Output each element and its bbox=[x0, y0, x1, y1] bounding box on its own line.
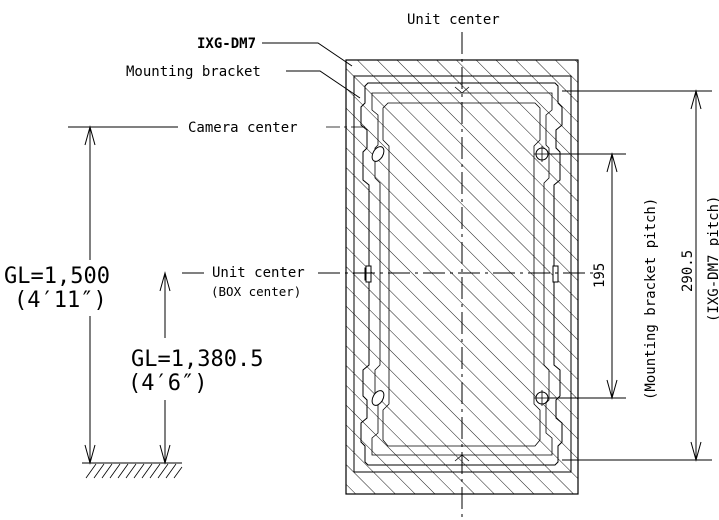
ground-symbol bbox=[82, 462, 183, 479]
mounting-bracket-label: Mounting bracket bbox=[126, 64, 261, 80]
bracket-pitch-value: 195 bbox=[592, 263, 608, 288]
box-center-label: (BOX center) bbox=[211, 284, 301, 299]
unit-center-mid-label: Unit center bbox=[212, 265, 305, 281]
gl-camera-dimension: GL=1,500 (4′11″) bbox=[2, 125, 182, 465]
gl-camera-value: GL=1,500 bbox=[4, 264, 110, 289]
gl-unit-imperial: (4′6″) bbox=[128, 371, 207, 396]
hole-left-top bbox=[371, 146, 385, 162]
hole-right-top bbox=[534, 146, 550, 162]
gl-unit-value: GL=1,380.5 bbox=[131, 347, 263, 372]
camera-center-callout: Camera center bbox=[68, 120, 298, 136]
gl-unit-dimension: GL=1,380.5 (4′6″) bbox=[128, 271, 263, 465]
bracket-pitch-label: (Mounting bracket pitch) bbox=[643, 198, 659, 400]
camera-center-label: Camera center bbox=[188, 120, 298, 136]
hole-right-bottom bbox=[534, 390, 550, 406]
bracket-pitch-dimension: 195 (Mounting bracket pitch) bbox=[550, 152, 659, 400]
model-label: IXG-DM7 bbox=[197, 36, 256, 52]
unit-center-mid-callout: Unit center (BOX center) bbox=[146, 265, 305, 299]
screw-holes bbox=[371, 86, 550, 462]
mounting-bracket-outline bbox=[353, 75, 572, 473]
unit-pitch-value: 290.5 bbox=[680, 250, 696, 292]
unit-center-top-label: Unit center bbox=[407, 12, 500, 28]
unit-pitch-dimension: 290.5 (IXG-DM7 pitch) bbox=[562, 89, 719, 462]
model-callout: IXG-DM7 bbox=[197, 36, 353, 67]
bracket-callout: Mounting bracket bbox=[126, 64, 361, 99]
gl-camera-imperial: (4′11″) bbox=[14, 288, 107, 313]
unit-pitch-label: (IXG-DM7 pitch) bbox=[706, 196, 719, 322]
hole-left-bottom bbox=[371, 390, 385, 406]
